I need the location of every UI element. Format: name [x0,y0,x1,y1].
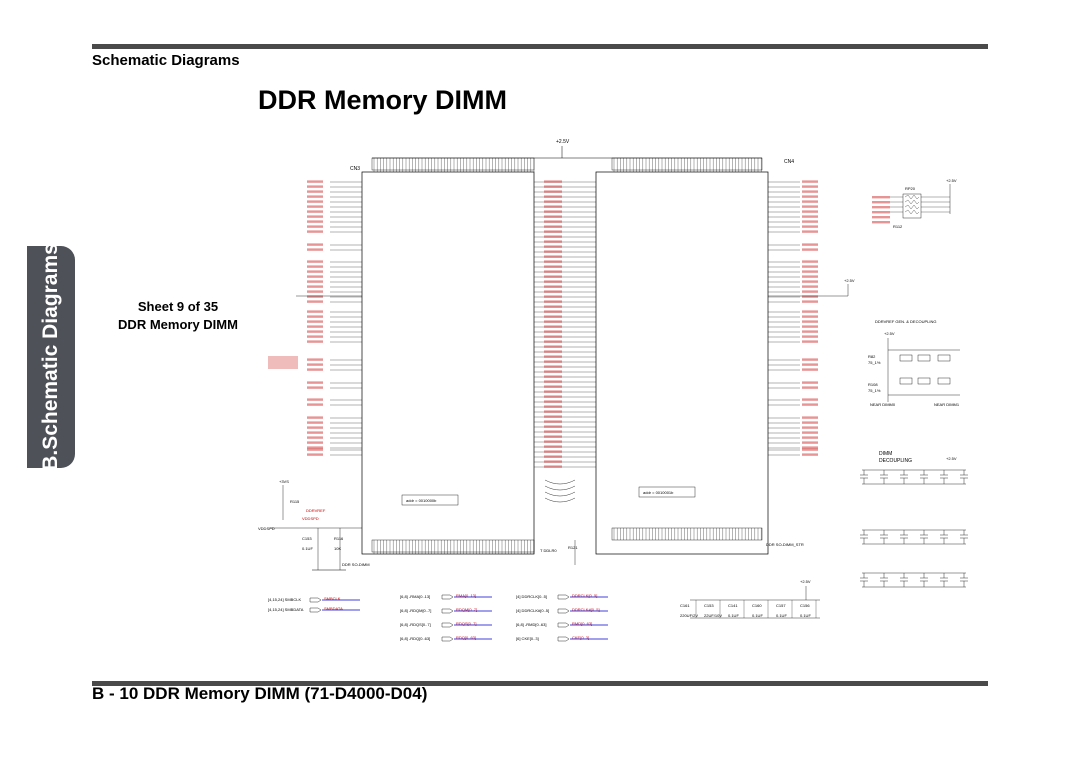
svg-text:+2.5V: +2.5V [946,178,957,183]
bulk-cap-ref: C153 [704,603,714,608]
left-connector-ref: CN3 [350,166,360,172]
svg-text:R115: R115 [290,499,300,504]
svg-text:75_1%: 75_1% [868,388,881,393]
svg-text:+2.5V: +2.5V [946,456,957,461]
signal-source-label: [6,8] -RMA[0..13] [400,594,430,599]
header-rule [92,44,988,49]
svg-text:T DDLR0: T DDLR0 [540,548,557,553]
side-tab: B.Schematic Diagrams [27,246,75,468]
svg-text:0.1UF: 0.1UF [302,546,313,551]
signal-net-label: SMBDATA [324,606,343,611]
footer-title: B - 10 DDR Memory DIMM (71-D4000-D04) [92,684,428,703]
svg-text:+2.5V: +2.5V [844,278,855,283]
bottom-pin-ticks [373,528,762,554]
right-connector-note: addr = 0010001b [643,490,674,495]
svg-text:VDDSPD: VDDSPD [258,526,275,531]
left-connector-body [361,171,535,555]
signal-net-label: SMBCLK [324,596,341,601]
svg-text:+3VS: +3VS [279,479,289,484]
bulk-cap-value: 0.1UF [752,613,763,618]
bulk-cap-value: 0.1UF [776,613,787,618]
svg-text:VDDSPD: VDDSPD [302,516,319,521]
right-net-labels [768,180,890,456]
bulk-cap-ref: C157 [776,603,786,608]
dimm-title: DIMM [879,451,892,457]
svg-text:75_1%: 75_1% [868,360,881,365]
signal-source-label: [4] DDRCLK[0..5] [516,594,547,599]
sheet-info: Sheet 9 of 35 DDR Memory DIMM [78,298,278,334]
center-bus [534,181,596,468]
right-connector-ref: CN4 [784,159,794,165]
bulk-cap-ref: C160 [752,603,762,608]
signal-net-label: DDRCLK#[0..5] [572,607,600,612]
signal-source-label: [6,8] -RDQ[0..63] [400,636,430,641]
svg-text:R116: R116 [334,536,344,541]
signal-net-label: RMD[0..63] [572,621,592,626]
signal-net-label: CKE[0..3] [572,635,589,640]
svg-text:10K: 10K [334,546,341,551]
svg-text:DDRVREF: DDRVREF [306,508,326,513]
svg-text:C153: C153 [302,536,312,541]
bottom-signal-group: [4,15,24] SMBCLK SMBCLK [4,15,24] SMBDATA S… [268,593,608,642]
signal-net-label: RDQS[0..7] [456,621,476,626]
signal-source-label: [6] CKE[0..3] [516,636,539,641]
vref-title: DDRVREF GEN. & DECOUPLING [875,319,937,324]
bulk-cap-value: 0.1UF [728,613,739,618]
center-net-labels [544,180,562,468]
signal-source-label: [6,8] -RDQM[0..7] [400,608,431,613]
sheet-title: DDR Memory DIMM [118,317,238,332]
footer-rule [92,681,988,686]
decoupling-title: DECOUPLING [879,458,912,464]
near-dimm0-label: NEAR DIMM0 [870,402,896,407]
svg-text:RP20: RP20 [905,186,916,191]
near-dimm1-label: NEAR DIMM1 [934,402,960,407]
top-power-label: +2.5V [556,139,570,145]
bulk-cap-ref: C156 [800,603,810,608]
signal-net-label: RDQ[0..63] [456,635,476,640]
svg-text:+2.5V: +2.5V [884,331,895,336]
signal-source-label: [4] DDRCLK#[0..5] [516,608,549,613]
signal-source-label: [4,15,24] SMBDATA [268,607,304,612]
section-title: Schematic Diagrams [92,52,240,69]
signal-source-label: [6,8] -RMD[0..63] [516,622,546,627]
decoupling-cap-rows [860,469,968,588]
page-title: DDR Memory DIMM [258,85,508,115]
top-pin-ticks [373,158,762,172]
signal-net-label: RDQM[0..7] [456,607,477,612]
bulk-cap-value: 0.1UF [800,613,811,618]
bulk-cap-ref: C141 [728,603,738,608]
right-connector-caption: DDR SO-DIMM_STR [766,542,804,547]
left-connector-caption: DDR SO-DIMM [342,562,370,567]
center-crossing [544,479,576,503]
left-connector-note: addr = 0010000b [406,498,437,503]
svg-text:R121: R121 [568,545,578,550]
right-connector-body [595,171,769,555]
bulk-cap-value: 220UF/2V [680,613,698,618]
bulk-cap-row: +2.5V C161 220UF/2V C153 22UF/10V C141 0.1UF C1… [680,579,820,619]
signal-source-label: [6,8] -RDQS[0..7] [400,622,431,627]
svg-text:R82: R82 [868,354,876,359]
signal-net-label: RMA[0..13] [456,593,476,598]
sheet-number: Sheet 9 of 35 [137,299,219,314]
bulk-power-label: +2.5V [800,579,811,584]
signal-net-label: DDRCLK[0..5] [572,593,597,598]
svg-text:R112: R112 [893,224,903,229]
vref-network [887,338,960,402]
signal-source-label: [4,15,24] SMBCLK [268,597,301,602]
bulk-cap-ref: C161 [680,603,690,608]
svg-text:R108: R108 [868,382,878,387]
bulk-cap-value: 22UF/10V [704,613,722,618]
left-net-labels [268,180,362,456]
